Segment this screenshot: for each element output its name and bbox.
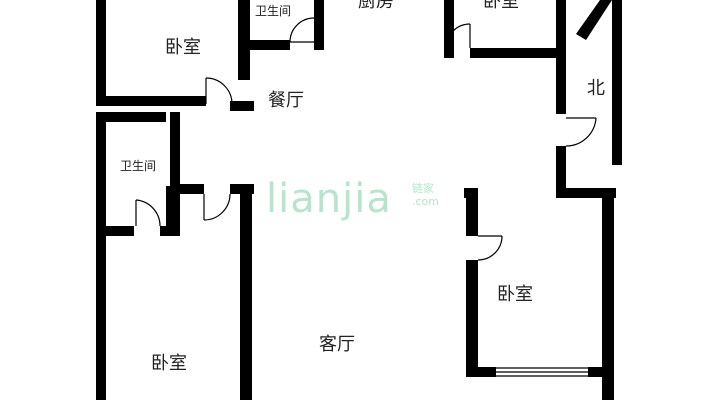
room-label-kitchen: 厨房 <box>358 0 394 12</box>
wall <box>588 367 608 377</box>
room-label-bedroom-top-left: 卧室 <box>165 37 201 58</box>
wall <box>250 40 260 50</box>
door-left-bathroom <box>135 199 161 227</box>
watermark-chinese: 链家 <box>412 182 434 195</box>
north-label: 北 <box>587 78 605 99</box>
door-bottom-left-bedroom <box>203 193 231 221</box>
wall <box>160 226 180 236</box>
wall <box>170 112 180 186</box>
room-label-bedroom-bottom-left: 卧室 <box>151 353 187 374</box>
wall <box>470 48 564 58</box>
door-bedroom-top-left <box>205 77 233 105</box>
wall <box>166 186 180 234</box>
door-north <box>565 117 597 147</box>
watermark-domain: .com <box>412 195 439 208</box>
wall <box>96 112 106 400</box>
room-label-bedroom-right: 卧室 <box>497 284 533 305</box>
wall <box>230 101 254 111</box>
room-label-dining-room: 餐厅 <box>268 90 304 111</box>
wall <box>444 0 454 58</box>
wall <box>556 0 566 114</box>
doors <box>135 17 597 261</box>
room-label-bathroom-left: 卫生间 <box>120 159 157 173</box>
watermark-brand: lianjia <box>266 176 392 222</box>
wall <box>556 188 616 198</box>
door-top-right <box>445 23 471 49</box>
wall <box>240 186 252 400</box>
wall <box>238 0 250 80</box>
room-label-living-room: 客厅 <box>319 334 355 355</box>
door-right-bedroom <box>477 235 503 261</box>
door-bathroom-top <box>289 17 315 43</box>
walls <box>96 0 622 400</box>
watermark-side: 链家 .com <box>412 182 439 208</box>
wall <box>556 146 566 190</box>
wall <box>96 0 106 103</box>
room-label-bathroom-top: 卫生间 <box>255 4 292 18</box>
wall <box>612 0 622 165</box>
wall <box>96 96 206 106</box>
wall <box>96 112 166 122</box>
watermark: lianjia 链家 .com <box>266 176 439 222</box>
wall <box>466 367 496 377</box>
wall <box>466 188 478 236</box>
wall <box>96 226 134 236</box>
window <box>496 367 588 377</box>
wall-diagonal <box>576 0 612 40</box>
wall <box>314 0 324 50</box>
wall <box>602 367 614 400</box>
wall <box>178 184 204 194</box>
room-label-bedroom-top-right: 卧室 <box>483 0 519 12</box>
wall <box>444 48 454 58</box>
wall <box>602 188 614 377</box>
wall <box>466 260 478 377</box>
wall <box>250 40 290 50</box>
